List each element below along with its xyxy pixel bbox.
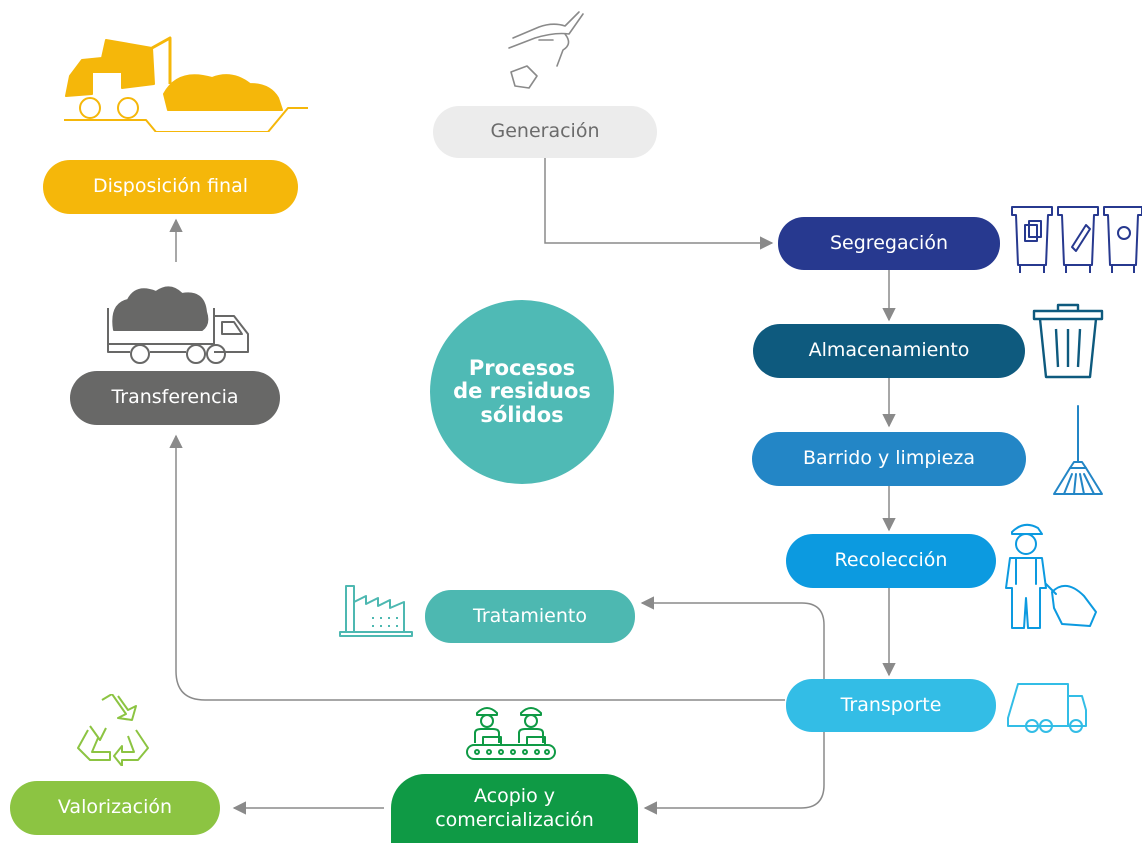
step-transporte: Transporte <box>786 679 996 732</box>
hand-dropping-waste-icon <box>505 10 590 95</box>
step-transferencia: Transferencia <box>70 371 280 425</box>
recycle-icon <box>76 694 152 766</box>
arrow-transporte-acopio <box>643 732 825 815</box>
step-tratamiento: Tratamiento <box>425 590 635 643</box>
transfer-truck-icon <box>104 282 252 366</box>
step-recoleccion: Recolección <box>786 534 996 588</box>
step-generacion: Generación <box>433 106 657 158</box>
step-almacenamiento: Almacenamiento <box>753 324 1025 378</box>
trash-can-icon <box>1030 303 1106 381</box>
arrow-transporte-tratamiento <box>640 596 825 682</box>
dump-truck-landfill-icon <box>62 28 310 132</box>
broom-icon <box>1048 404 1108 496</box>
step-valorizacion: Valorización <box>10 781 220 835</box>
garbage-truck-icon <box>1006 682 1088 734</box>
step-barrido-limpieza: Barrido y limpieza <box>752 432 1026 486</box>
step-acopio-comercializacion: Acopio y comercialización <box>391 774 638 843</box>
workers-conveyor-icon <box>463 703 559 769</box>
step-segregacion: Segregación <box>778 217 1000 270</box>
recycling-bins-icon <box>1008 203 1142 275</box>
arrow-generacion-segregacion <box>544 158 774 250</box>
factory-icon <box>338 582 414 638</box>
center-title: Procesos de residuos sólidos <box>430 300 614 484</box>
waste-collector-icon <box>1002 518 1098 630</box>
arrow-transporte-transferencia <box>169 434 785 701</box>
step-disposicion-final: Disposición final <box>43 160 298 214</box>
